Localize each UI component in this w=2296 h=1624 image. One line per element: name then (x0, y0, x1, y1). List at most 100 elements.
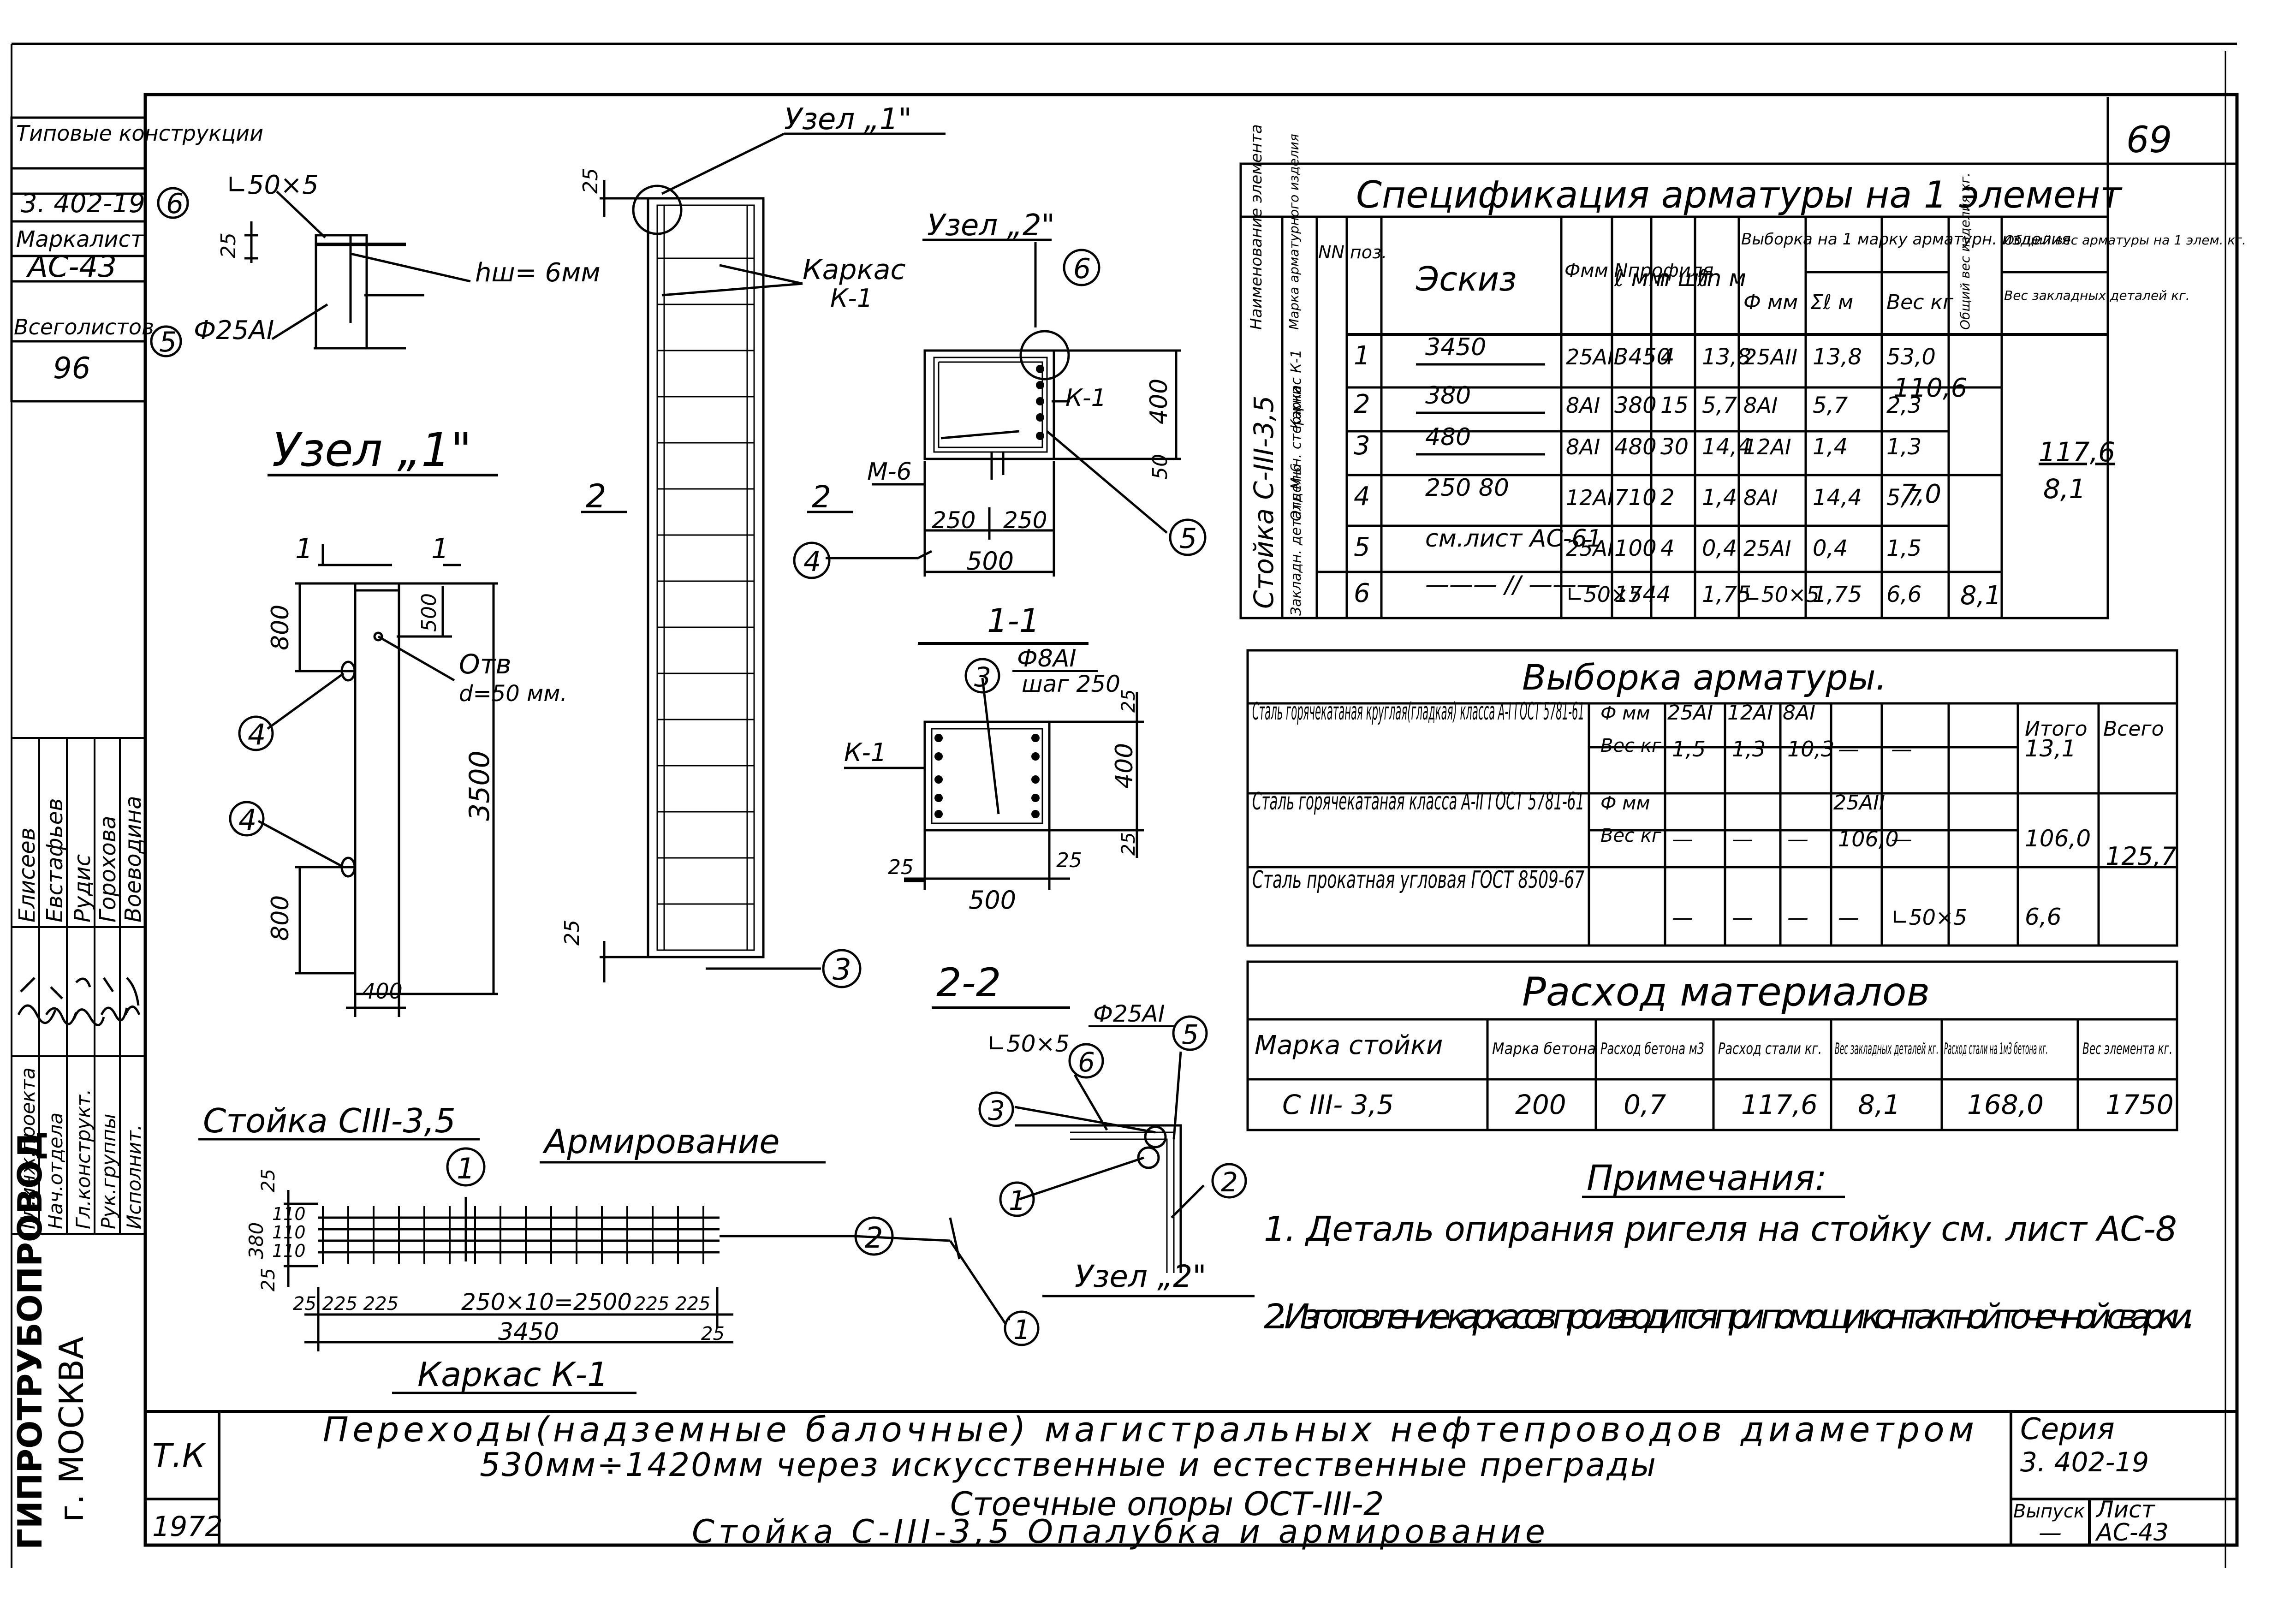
materials-value: 0,7 (1624, 1089, 1666, 1120)
materials-header: Марка стойки (1255, 1030, 1443, 1060)
sampling-row-unit1: Ф мм (1600, 703, 1650, 724)
sampling-row-total: 6,6 (2025, 904, 2062, 930)
spec-row-total: 1,75 (1702, 582, 1751, 607)
spec-row-sample-w: 53,0 (1886, 344, 1936, 370)
notes-title: Примечания: (1587, 1157, 1827, 1198)
spec-h-sample: Выборка на 1 марку арматурн. изделия (1741, 230, 2071, 249)
cage-karkas-mark: К-1 (830, 284, 873, 313)
section22-callout-1b (1004, 1310, 1040, 1346)
materials-value: 117,6 (1741, 1089, 1818, 1120)
column-dim-800-top: 800 (267, 605, 294, 650)
spec-row-qty: 30 (1660, 434, 1689, 460)
handwritten-signatures (17, 977, 141, 1026)
tb-series: 3. 402-19 (2020, 1446, 2149, 1478)
sampling-row-total: 106,0 (2025, 825, 2091, 852)
name-1: Елисеев (14, 827, 40, 922)
materials-header: Марка бетона (1492, 1040, 1596, 1058)
cage-num-2: 2 (586, 477, 607, 515)
spec-row-total: 13,8 (1702, 344, 1751, 370)
node2-marker-circle (1019, 330, 1070, 381)
sampling-row-value: 1,5 (1672, 737, 1706, 761)
name-4: Горохова (95, 816, 121, 922)
materials-value: С III- 3,5 (1282, 1089, 1394, 1120)
materials-title: Расход материалов (1522, 969, 1930, 1015)
spec-row-sample-len: 13,8 (1813, 344, 1862, 370)
role-4: Рук.группы (97, 1113, 120, 1229)
sampling-title: Выборка арматуры. (1522, 657, 1887, 698)
spec-total-2: 8,1 (2043, 473, 2086, 505)
node1-weld: hш= 6мм (475, 258, 601, 288)
spec-row-sample-w: 1,3 (1886, 434, 1921, 460)
node2-num: 2 (812, 479, 831, 515)
stamp-mark-label: Маркалист (16, 226, 144, 252)
cage-k1-dim-total: 3450 (498, 1318, 559, 1346)
spec-row-sample-diam: 8АI (1743, 393, 1778, 418)
materials-header: Вес закладных деталей кг. (1835, 1040, 1939, 1058)
spec-row-num: 1 (1354, 341, 1370, 371)
sampling-grand: 125,7 (2106, 842, 2177, 871)
node1-detail-drawing (244, 190, 471, 350)
spec-h-qty: n шт (1656, 265, 1713, 291)
node2-callout-6-text: 6 (1073, 253, 1091, 285)
section22-bar-b (1137, 1146, 1160, 1169)
spec-group-w-3: 8,1 (1960, 581, 2001, 611)
node2-dim-250a: 250 (932, 507, 976, 534)
materials-header: Вес элемента кг. (2082, 1040, 2172, 1058)
tb-issue-label: Выпуск (2013, 1501, 2085, 1522)
sampling-row-value: — (1891, 827, 1912, 851)
org-city: г. МОСКВА (52, 1337, 91, 1522)
section11-dim-25-right: 25 (1056, 849, 1082, 872)
spec-row-diam: 25АII (1566, 345, 1620, 369)
section11-dim-25-bot: 25 (1118, 832, 1139, 856)
spec-row-qty: 2 (1660, 485, 1675, 511)
title-block-grid (145, 1410, 2237, 1545)
spec-h-s-w: Вес кг (1886, 291, 1954, 314)
node2-dim-250b: 250 (1003, 507, 1047, 534)
materials-table-grid (1246, 960, 2178, 1131)
spec-row-qty: 4 (1660, 344, 1675, 370)
node2-plan-drawing (826, 242, 1181, 577)
column-elevation-drawing (257, 544, 498, 1017)
sampling-row-value: — (1787, 827, 1808, 851)
section22-callout-3-text: 3 (988, 1095, 1005, 1126)
spec-row-sketch: 250 80 (1425, 474, 1509, 502)
sampling-row-unit2: Вес кг (1600, 825, 1662, 846)
cage-k1-dim-v-total: 380 (245, 1222, 268, 1259)
section22-callout-3 (978, 1091, 1014, 1127)
section11-dim-400: 400 (1111, 743, 1138, 789)
spec-h-total-elem: Общий вес арматуры на 1 элем. кг. (2004, 232, 2246, 248)
column-section-mark-2: 1 (431, 533, 449, 565)
spec-row-sample-diam: 25АI (1743, 536, 1791, 561)
spec-row-sample-len: 14,4 (1813, 485, 1862, 511)
cage-k1-title: Каркас К-1 (417, 1355, 608, 1394)
sampling-row-value: — (1891, 737, 1912, 761)
spec-row-sample-len: 0,4 (1813, 535, 1848, 561)
spec-h-total-len: ℓn м (1697, 265, 1746, 291)
spec-row-qty: 15 (1660, 393, 1689, 418)
spec-row-num: 6 (1354, 578, 1370, 608)
column-dim-400: 400 (362, 979, 403, 1004)
spec-row-sample-diam: 25АII (1743, 345, 1797, 369)
cage-k1-rungs (322, 1206, 704, 1264)
column-dim-800-bot: 800 (267, 895, 294, 941)
cage-k1-dim-v-1: 25 (258, 1169, 279, 1192)
section11-drawing (844, 678, 1144, 890)
stamp-mark: АС-43 (26, 250, 117, 284)
spec-row-total: 0,4 (1702, 535, 1737, 561)
spec-row-sketch: 480 (1425, 423, 1471, 451)
section22-node: Узел „2" (1075, 1259, 1207, 1294)
sampling-row-name: Сталь прокатная угловая ГОСТ 8509-67 (1252, 866, 1584, 894)
node2-bars (1036, 365, 1044, 440)
cage-k1-dim-v-2: 110 (272, 1204, 306, 1224)
callout-6 (157, 187, 189, 219)
cage-callout-3-text: 3 (833, 953, 851, 987)
spec-row-sample-w: 1,5 (1886, 535, 1921, 561)
sampling-row-head: 8АI (1783, 701, 1815, 725)
section11-title: 1-1 (987, 602, 1040, 640)
note-2: 2. Изготовление каркасов производится пр… (1264, 1297, 2195, 1337)
spec-row-sketch: см.лист АС-61 (1425, 525, 1602, 553)
spec-table-grid (1239, 162, 2109, 619)
spec-h-len: ℓ мм (1614, 265, 1666, 291)
